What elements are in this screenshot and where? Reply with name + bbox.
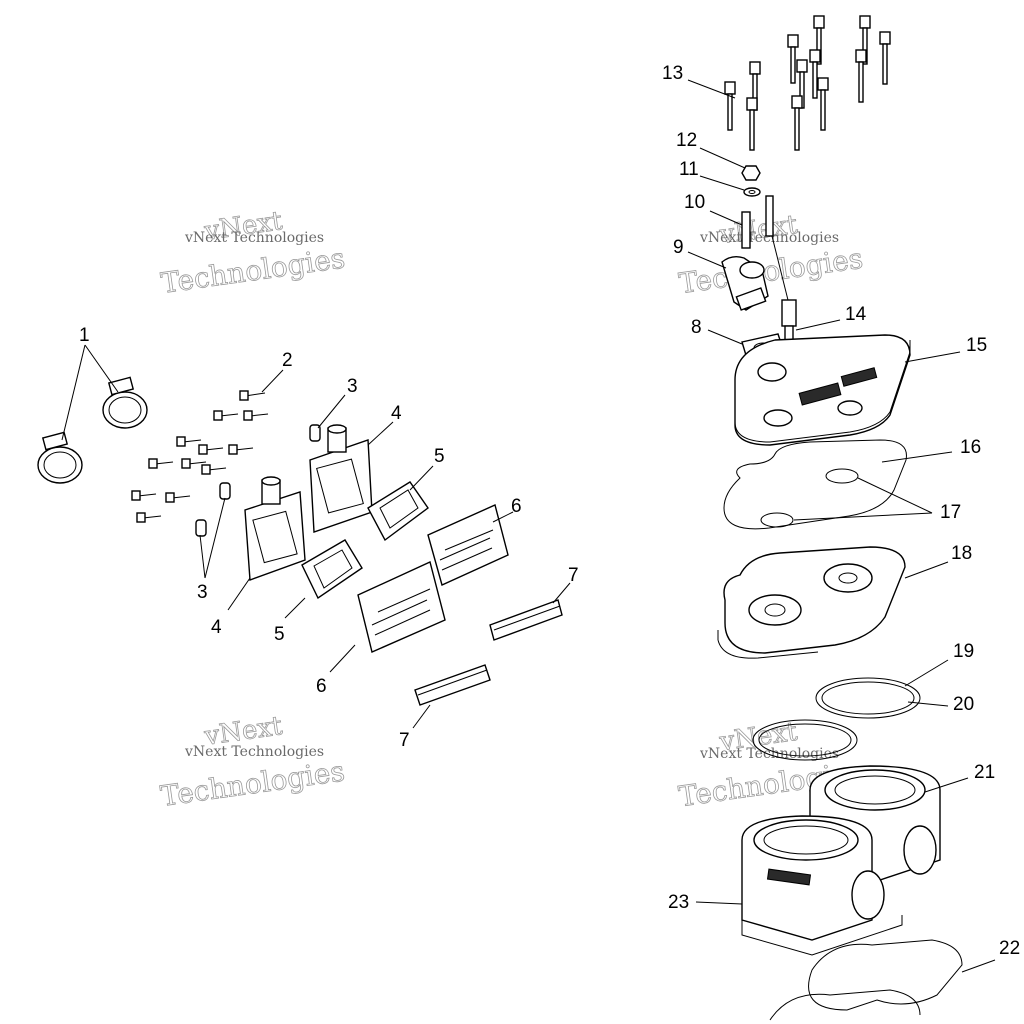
screw-group xyxy=(131,390,269,523)
hose-clamp-left xyxy=(37,431,83,484)
callout-12: 12 xyxy=(676,130,697,151)
reed-block-upper xyxy=(427,504,509,586)
callout-2: 2 xyxy=(282,350,293,371)
callout-14: 14 xyxy=(845,304,867,325)
callout-7-bottom: 7 xyxy=(399,730,410,751)
reed-petal-lower xyxy=(414,664,491,706)
callout-6-bottom: 6 xyxy=(316,676,327,697)
washer xyxy=(743,187,761,197)
clip-middle xyxy=(219,482,231,500)
cylinder-head xyxy=(734,334,911,446)
callout-5-bottom: 5 xyxy=(274,624,285,645)
callout-20: 20 xyxy=(953,694,974,715)
callout-13: 13 xyxy=(662,63,683,84)
base-gasket xyxy=(769,939,963,1021)
watermark-line-bottom: Technologies xyxy=(159,754,347,812)
reed-petal-upper xyxy=(489,599,563,641)
leader-lines-left xyxy=(61,344,571,729)
callout-5-top: 5 xyxy=(434,446,445,467)
callout-18: 18 xyxy=(951,543,972,564)
callout-22: 22 xyxy=(999,938,1020,959)
watermark-line-mid: vNext Technologies xyxy=(699,230,839,246)
callout-3-bottom: 3 xyxy=(197,582,208,603)
head-insert xyxy=(717,546,906,659)
watermark-upper-left: vNext vNext Technologies Technologies xyxy=(158,206,347,301)
callout-10: 10 xyxy=(684,192,705,213)
hose-clamp-right xyxy=(102,376,148,429)
nut xyxy=(741,165,761,181)
reed-block-lower xyxy=(357,561,446,653)
thermostat-housing xyxy=(721,255,769,311)
reed-housing-left xyxy=(244,476,306,581)
temperature-sensor xyxy=(771,235,797,341)
stud xyxy=(741,195,774,249)
callout-17: 17 xyxy=(940,502,961,523)
spacer-lower xyxy=(301,539,363,600)
callout-9: 9 xyxy=(673,237,684,258)
callout-15: 15 xyxy=(966,335,987,356)
callout-16: 16 xyxy=(960,437,981,458)
watermark-line-mid: vNext Technologies xyxy=(184,230,324,246)
cylinder-block xyxy=(741,765,941,956)
watermark-lower-left: vNext vNext Technologies Technologies xyxy=(158,711,347,814)
cylinder-gasket-outer xyxy=(815,677,921,719)
callout-1: 1 xyxy=(79,325,90,346)
callout-19: 19 xyxy=(953,641,974,662)
callout-11: 11 xyxy=(679,159,699,180)
small-o-ring-lower xyxy=(760,512,794,528)
callout-7-top: 7 xyxy=(568,565,579,586)
watermark-line-bottom: Technologies xyxy=(159,241,347,299)
callout-labels: 1 2 3 3 4 4 5 5 6 6 7 7 8 9 10 11 12 13 … xyxy=(79,63,1020,959)
reed-housing-right xyxy=(309,424,373,533)
callout-4-bottom: 4 xyxy=(211,617,222,638)
head-bolt-group xyxy=(724,15,891,151)
callout-21: 21 xyxy=(974,762,995,783)
small-o-ring-upper xyxy=(825,468,859,484)
clip-bottom xyxy=(195,519,207,537)
watermark-line-mid: vNext Technologies xyxy=(184,744,324,760)
leader-lines-right xyxy=(687,79,996,973)
cylinder-gasket-inner xyxy=(752,719,858,761)
callout-23: 23 xyxy=(668,892,689,913)
watermark-line-bottom: Technologies xyxy=(677,242,865,300)
clip-top xyxy=(309,424,321,442)
head-o-ring xyxy=(723,439,907,530)
callout-4-top: 4 xyxy=(391,403,402,424)
spacer-upper xyxy=(367,481,429,542)
callout-3-top: 3 xyxy=(347,376,358,397)
callout-8: 8 xyxy=(691,317,702,338)
callout-6-top: 6 xyxy=(511,496,522,517)
